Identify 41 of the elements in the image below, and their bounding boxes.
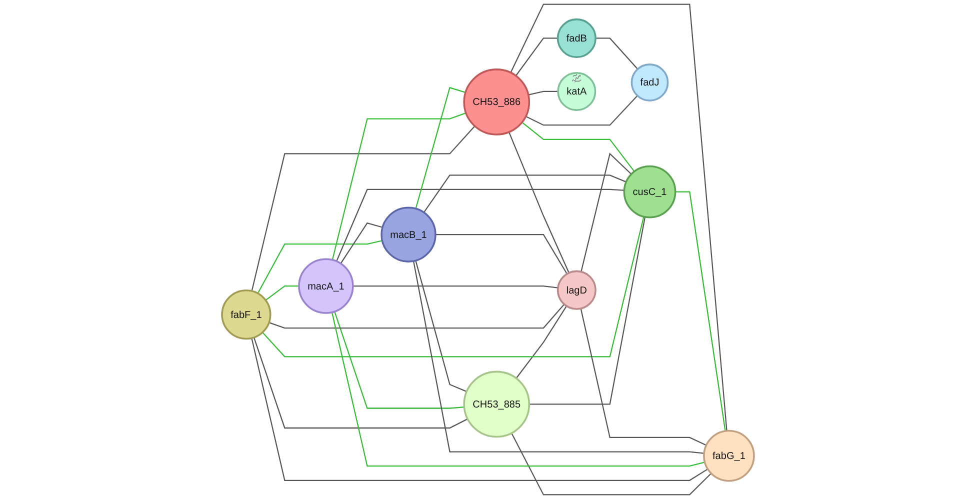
connector [415, 86, 466, 209]
node-circle: cusC_1 [623, 165, 676, 218]
connector [331, 312, 705, 467]
node-circle: fadB [556, 18, 596, 58]
connector [596, 38, 638, 70]
connector [528, 90, 558, 96]
node-circle: fabG_1 [703, 430, 755, 482]
connector [332, 112, 466, 260]
connector [336, 188, 624, 262]
connector [340, 222, 383, 264]
connector [516, 306, 568, 379]
connector [415, 260, 467, 392]
node-circle: CH53_886 [463, 68, 530, 136]
connector [251, 338, 708, 481]
node-circle: macA_1 [298, 258, 354, 314]
connector [526, 95, 638, 126]
connector [510, 4, 728, 431]
connector [522, 122, 635, 172]
connector [257, 240, 382, 294]
node-circle: fabF_1 [221, 289, 272, 340]
connector [253, 337, 468, 429]
connector [580, 152, 632, 272]
connector [412, 260, 704, 454]
connector [334, 311, 464, 409]
node-circle: lagD [556, 270, 596, 310]
connector [352, 285, 558, 288]
node-circle: CH53_885 [463, 370, 530, 438]
connector [265, 285, 299, 301]
connector [511, 432, 712, 496]
node-circle: fadJ [630, 64, 669, 102]
node-circle: macB_1 [380, 206, 436, 262]
connector [529, 216, 646, 405]
connector [251, 126, 476, 292]
connector [435, 234, 568, 274]
connector [262, 216, 644, 358]
connector [268, 304, 565, 329]
connector [515, 38, 558, 76]
connector [508, 132, 570, 274]
connector [423, 174, 626, 213]
connector [675, 191, 726, 432]
connector [580, 308, 707, 446]
